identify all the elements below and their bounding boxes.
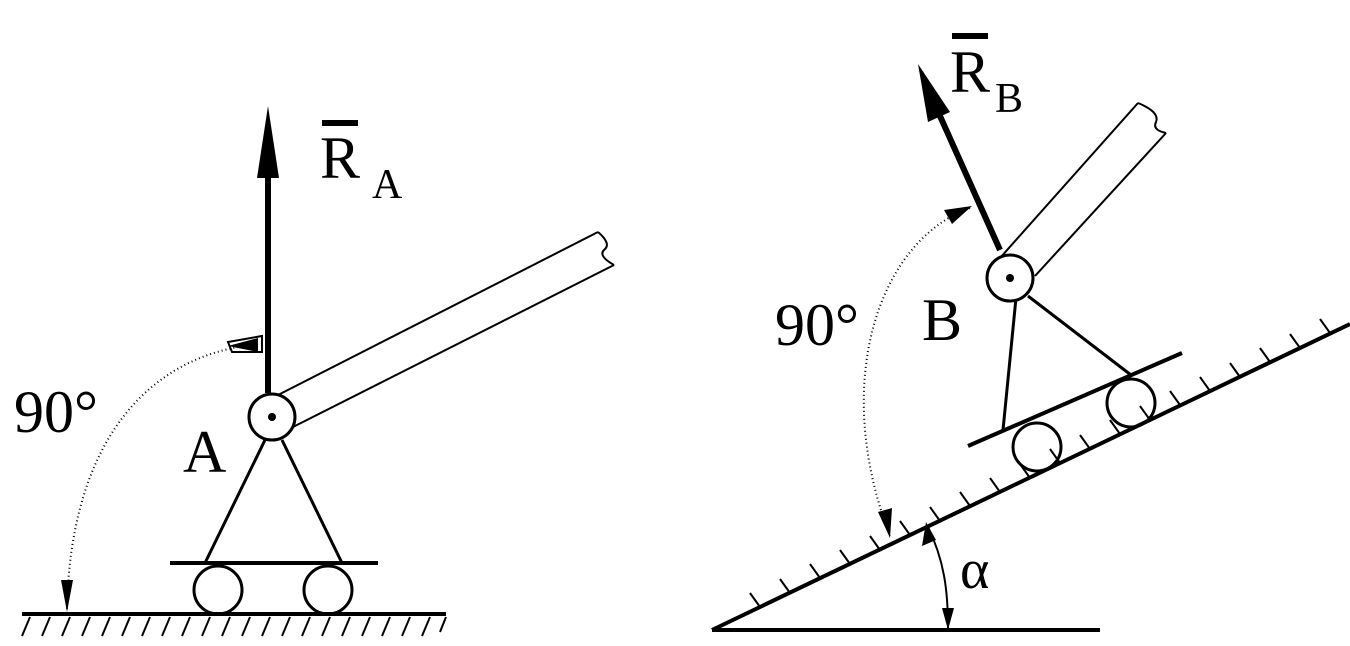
right-angle-arc (862, 207, 971, 537)
joint-a-label: A (183, 419, 226, 485)
right-support-frame (1001, 294, 1132, 431)
incline-angle-label: α (960, 539, 989, 601)
reaction-b-label: R (950, 39, 990, 105)
left-angle-tick (226, 334, 263, 353)
right-beam (999, 102, 1167, 277)
right-figure: R B B 90° α (711, 33, 1350, 632)
right-roller-1 (1011, 421, 1063, 473)
right-pin-center (1006, 274, 1014, 282)
reaction-a-label: R (320, 125, 360, 191)
reaction-b-overbar (952, 33, 988, 39)
left-pin-center (268, 413, 276, 421)
incline-surface (711, 318, 1350, 632)
reaction-a-subscript: A (372, 162, 403, 208)
left-figure: R A A 90° (14, 106, 615, 637)
joint-b-label: B (922, 287, 962, 353)
left-ground (21, 612, 447, 637)
right-platform (967, 351, 1183, 448)
left-roller-2 (302, 564, 354, 616)
reaction-arrow-b (918, 64, 1003, 252)
reaction-a-overbar (322, 120, 358, 126)
left-support-frame (203, 439, 344, 564)
reaction-arrow-a (257, 106, 279, 393)
left-beam (277, 231, 615, 428)
right-angle-label: 90° (775, 292, 859, 358)
reaction-b-subscript: B (995, 76, 1023, 122)
left-angle-label: 90° (14, 379, 98, 445)
left-angle-arc (66, 343, 263, 611)
right-roller-2 (1105, 377, 1157, 429)
left-roller-1 (192, 564, 244, 616)
